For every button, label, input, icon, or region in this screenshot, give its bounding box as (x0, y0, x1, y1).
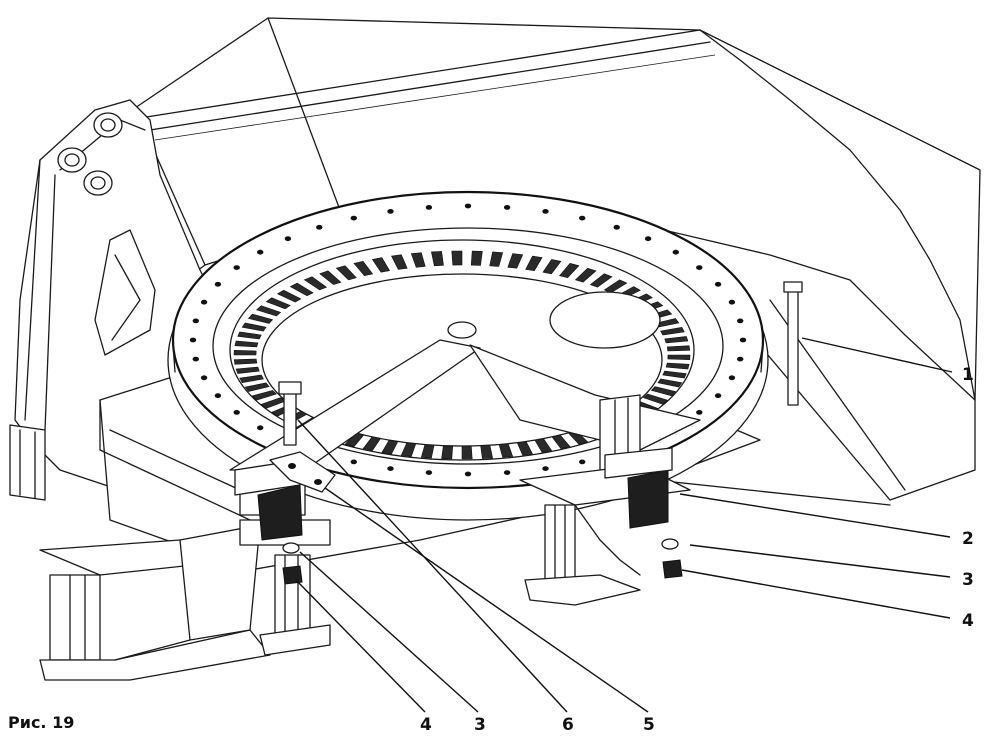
ring-bolt-hole (714, 281, 722, 287)
gear-tooth (665, 362, 690, 370)
callout-1: 1 (962, 365, 974, 385)
callout-3: 3 (962, 570, 974, 590)
ring-bolt-hole (425, 205, 433, 210)
gear-tooth (664, 336, 689, 344)
gear-tooth (662, 370, 687, 379)
ring-bolt-hole (613, 224, 620, 230)
gear-tooth (276, 289, 302, 303)
gear-tooth (470, 250, 483, 266)
gear-tooth (431, 251, 444, 267)
ring-bolt-hole (387, 209, 394, 214)
gear-tooth (507, 253, 524, 269)
ring-bolt-hole (214, 281, 222, 287)
ring-bolt-hole (233, 410, 240, 415)
ring-bolt-hole (728, 375, 736, 381)
ring-bolt-hole (503, 470, 511, 475)
ring-bolt-hole (425, 470, 433, 475)
gear-tooth (239, 374, 264, 384)
figure-caption: Рис. 19 (8, 713, 74, 732)
gear-tooth (233, 349, 257, 356)
gear-tooth (410, 252, 426, 268)
gear-tooth (660, 326, 685, 336)
ring-bolt-hole (350, 215, 357, 221)
ring-bolt-hole (714, 393, 722, 399)
gear-tooth (542, 259, 562, 275)
gear-tooth (335, 265, 357, 281)
ring-bolt-hole (192, 318, 199, 324)
ring-bolt-hole (503, 205, 511, 210)
ring-bolt-hole (728, 299, 736, 305)
ring-bolt-hole (284, 236, 292, 242)
leader-lines (295, 337, 953, 713)
callout-5: 5 (643, 715, 655, 735)
ring-bolt-hole (233, 265, 240, 270)
ring-bolt-hole (542, 466, 549, 471)
ring-bolt-hole (350, 459, 357, 465)
callout-4-bottom: 4 (420, 715, 432, 735)
gear-tooth (244, 382, 270, 392)
ring-bolt-hole (464, 203, 472, 209)
gear-tooth (247, 313, 274, 324)
callout-4: 4 (962, 611, 974, 631)
callout-3-bottom: 3 (474, 715, 486, 735)
ring-bolt-hole (257, 425, 264, 431)
gear-tooth (642, 393, 668, 405)
ring-bolt-hole (214, 393, 222, 399)
gear-tooth (461, 444, 473, 460)
gear-tooth (589, 273, 613, 288)
gear-tooth (265, 297, 291, 310)
gear-tooth (525, 255, 543, 272)
ring-bolt-hole (542, 209, 549, 214)
callouts: 1 2 3 4 4 3 6 5 (420, 365, 974, 735)
ring-bolt-hole (737, 318, 744, 324)
gear-tooth (233, 358, 258, 365)
gear-tooth (235, 366, 260, 374)
callout-6: 6 (562, 715, 574, 735)
gear-tooth (451, 250, 463, 266)
ring-bolt-hole (189, 337, 197, 343)
ring-bolt-hole (696, 265, 703, 270)
ring-bolt-hole (200, 299, 208, 305)
gear-tooth (241, 322, 267, 332)
gear-tooth (303, 276, 328, 291)
gear-tooth (574, 267, 597, 283)
gear-tooth (559, 263, 580, 279)
ring-bolt-hole (737, 356, 744, 362)
gear-tooth (256, 305, 282, 317)
ring-bolt-hole (192, 356, 199, 362)
ring-bolt-hole (387, 466, 394, 471)
gear-tooth (489, 251, 504, 267)
ring-bolt-hole (672, 249, 679, 255)
gear-tooth (260, 397, 286, 409)
gear-tooth (657, 378, 683, 388)
gear-tooth (251, 390, 277, 401)
gear-tooth (666, 345, 691, 352)
gear-tooth (234, 340, 259, 348)
ring-bolt-hole (739, 337, 747, 343)
ring-bolt-hole (644, 236, 652, 242)
fasteners (269, 281, 803, 585)
gear-tooth (441, 444, 454, 460)
gear-tooth (650, 386, 677, 397)
clamp-blocks (234, 447, 673, 541)
gear-tooth (237, 331, 262, 340)
ring-bolt-hole (200, 375, 208, 381)
gear-tooth (319, 270, 342, 285)
ring-bolt-hole (579, 459, 586, 465)
gear-tooth (667, 354, 691, 361)
ring-bolt-hole (579, 215, 586, 221)
gear-tooth (391, 254, 408, 270)
ring-bolt-hole (316, 224, 323, 230)
ring-bolt-hole (257, 249, 264, 255)
ring-bolt-holes (189, 203, 747, 477)
callout-2: 2 (962, 529, 974, 549)
gear-tooth (289, 282, 314, 297)
gear-tooth (371, 257, 391, 273)
gear-tooth (353, 260, 374, 277)
ring-bolt-hole (696, 410, 703, 415)
ring-bolt-hole (464, 471, 472, 477)
